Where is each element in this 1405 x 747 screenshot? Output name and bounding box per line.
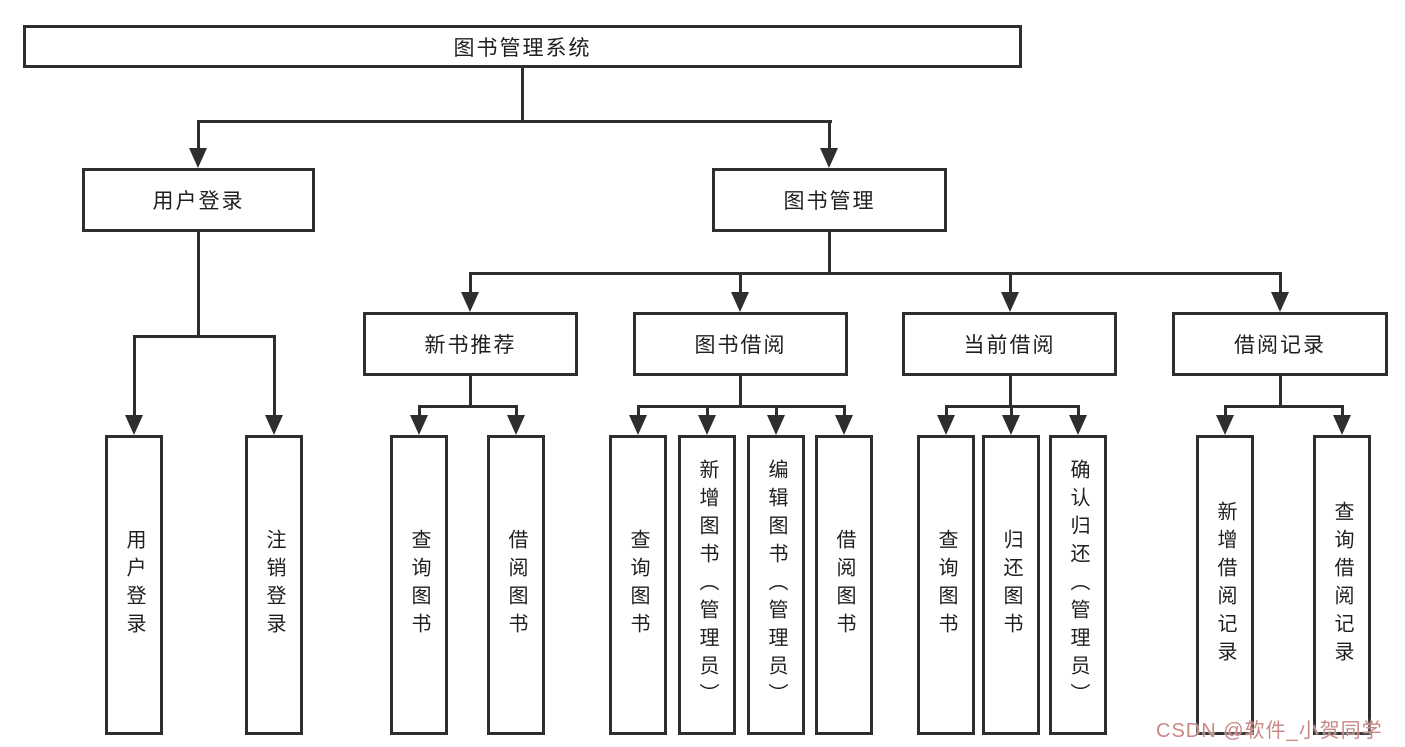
node-user-login-label: 用户登录	[152, 190, 245, 213]
arrow-down-icon	[731, 292, 749, 312]
leaf-recommend-borrow-books: 借阅图书	[487, 435, 545, 735]
node-book-management-label: 图书管理	[783, 190, 876, 213]
arrow-down-icon	[1002, 415, 1020, 435]
leaf-current-query-books: 查询图书	[917, 435, 975, 735]
leaf-add-books-admin-label: 新增图书（管理员）	[696, 459, 718, 711]
connector-drop	[514, 406, 518, 419]
connector-branch	[1223, 404, 1344, 408]
node-new-book-recommend: 新书推荐	[363, 312, 578, 376]
connector-stem	[1008, 376, 1012, 406]
leaf-query-borrow-record: 查询借阅记录	[1313, 435, 1371, 735]
connector-drop	[944, 406, 948, 419]
leaf-borrow-query-books: 查询图书	[609, 435, 667, 735]
connector-stem	[827, 232, 831, 273]
leaf-user-login-label: 用户登录	[123, 529, 145, 641]
node-book-management: 图书管理	[712, 168, 947, 232]
connector-stem	[520, 68, 524, 121]
leaf-return-books-label: 归还图书	[1000, 529, 1022, 641]
node-root-label: 图书管理系统	[453, 36, 592, 60]
arrow-down-icon	[937, 415, 955, 435]
leaf-current-query-books-label: 查询图书	[935, 529, 957, 641]
connector-branch	[417, 404, 518, 408]
connector-drop	[196, 121, 200, 152]
connector-drop	[738, 273, 742, 296]
leaf-borrow-books-label: 借阅图书	[833, 529, 855, 641]
node-borrow-records-label: 借阅记录	[1234, 334, 1326, 357]
connector-stem	[196, 232, 200, 336]
leaf-borrow-books: 借阅图书	[815, 435, 873, 735]
connector-drop	[1008, 273, 1012, 296]
connector-drop	[636, 406, 640, 419]
connector-drop	[468, 273, 472, 296]
connector-drop	[1340, 406, 1344, 419]
arrow-down-icon	[125, 415, 143, 435]
leaf-return-books: 归还图书	[982, 435, 1040, 735]
connector-drop	[1076, 406, 1080, 419]
arrow-down-icon	[265, 415, 283, 435]
connector-drop	[132, 336, 136, 419]
arrow-down-icon	[1069, 415, 1087, 435]
connector-drop	[827, 121, 831, 152]
node-user-login: 用户登录	[82, 168, 315, 232]
arrow-down-icon	[507, 415, 525, 435]
connector-drop	[842, 406, 846, 419]
connector-stem	[738, 376, 742, 406]
leaf-recommend-borrow-books-label: 借阅图书	[505, 529, 527, 641]
watermark-text: CSDN @软件_小贺同学	[1156, 720, 1383, 742]
node-book-borrow: 图书借阅	[633, 312, 848, 376]
leaf-confirm-return-admin-label: 确认归还（管理员）	[1067, 459, 1089, 711]
arrow-down-icon	[410, 415, 428, 435]
arrow-down-icon	[835, 415, 853, 435]
leaf-edit-books-admin: 编辑图书（管理员）	[747, 435, 805, 735]
leaf-confirm-return-admin: 确认归还（管理员）	[1049, 435, 1107, 735]
arrow-down-icon	[1001, 292, 1019, 312]
connector-branch	[132, 334, 276, 338]
leaf-user-login: 用户登录	[105, 435, 163, 735]
arrow-down-icon	[629, 415, 647, 435]
arrow-down-icon	[189, 148, 207, 168]
leaf-logout: 注销登录	[245, 435, 303, 735]
leaf-recommend-query-books: 查询图书	[390, 435, 448, 735]
node-borrow-records: 借阅记录	[1172, 312, 1388, 376]
connector-drop	[705, 406, 709, 419]
leaf-borrow-query-books-label: 查询图书	[627, 529, 649, 641]
connector-drop	[774, 406, 778, 419]
leaf-add-books-admin: 新增图书（管理员）	[678, 435, 736, 735]
arrow-down-icon	[820, 148, 838, 168]
connector-stem	[1278, 376, 1282, 406]
leaf-add-borrow-record: 新增借阅记录	[1196, 435, 1254, 735]
arrow-down-icon	[698, 415, 716, 435]
connector-drop	[1278, 273, 1282, 296]
arrow-down-icon	[1216, 415, 1234, 435]
connector-drop	[1223, 406, 1227, 419]
arrow-down-icon	[767, 415, 785, 435]
arrow-down-icon	[1333, 415, 1351, 435]
node-current-borrow-label: 当前借阅	[963, 334, 1056, 357]
connector-branch	[196, 119, 832, 123]
connector-branch	[636, 404, 846, 408]
leaf-logout-label: 注销登录	[263, 529, 285, 641]
node-current-borrow: 当前借阅	[902, 312, 1117, 376]
connector-drop	[417, 406, 421, 419]
leaf-query-borrow-record-label: 查询借阅记录	[1331, 501, 1353, 669]
arrow-down-icon	[1271, 292, 1289, 312]
node-root: 图书管理系统	[23, 25, 1022, 68]
connector-branch	[468, 271, 1282, 275]
leaf-edit-books-admin-label: 编辑图书（管理员）	[765, 459, 787, 711]
node-book-borrow-label: 图书借阅	[694, 334, 787, 357]
connector-drop	[1009, 406, 1013, 419]
node-new-book-recommend-label: 新书推荐	[424, 334, 517, 357]
connector-drop	[272, 336, 276, 419]
leaf-add-borrow-record-label: 新增借阅记录	[1214, 501, 1236, 669]
connector-stem	[468, 376, 472, 406]
leaf-recommend-query-books-label: 查询图书	[408, 529, 430, 641]
arrow-down-icon	[461, 292, 479, 312]
